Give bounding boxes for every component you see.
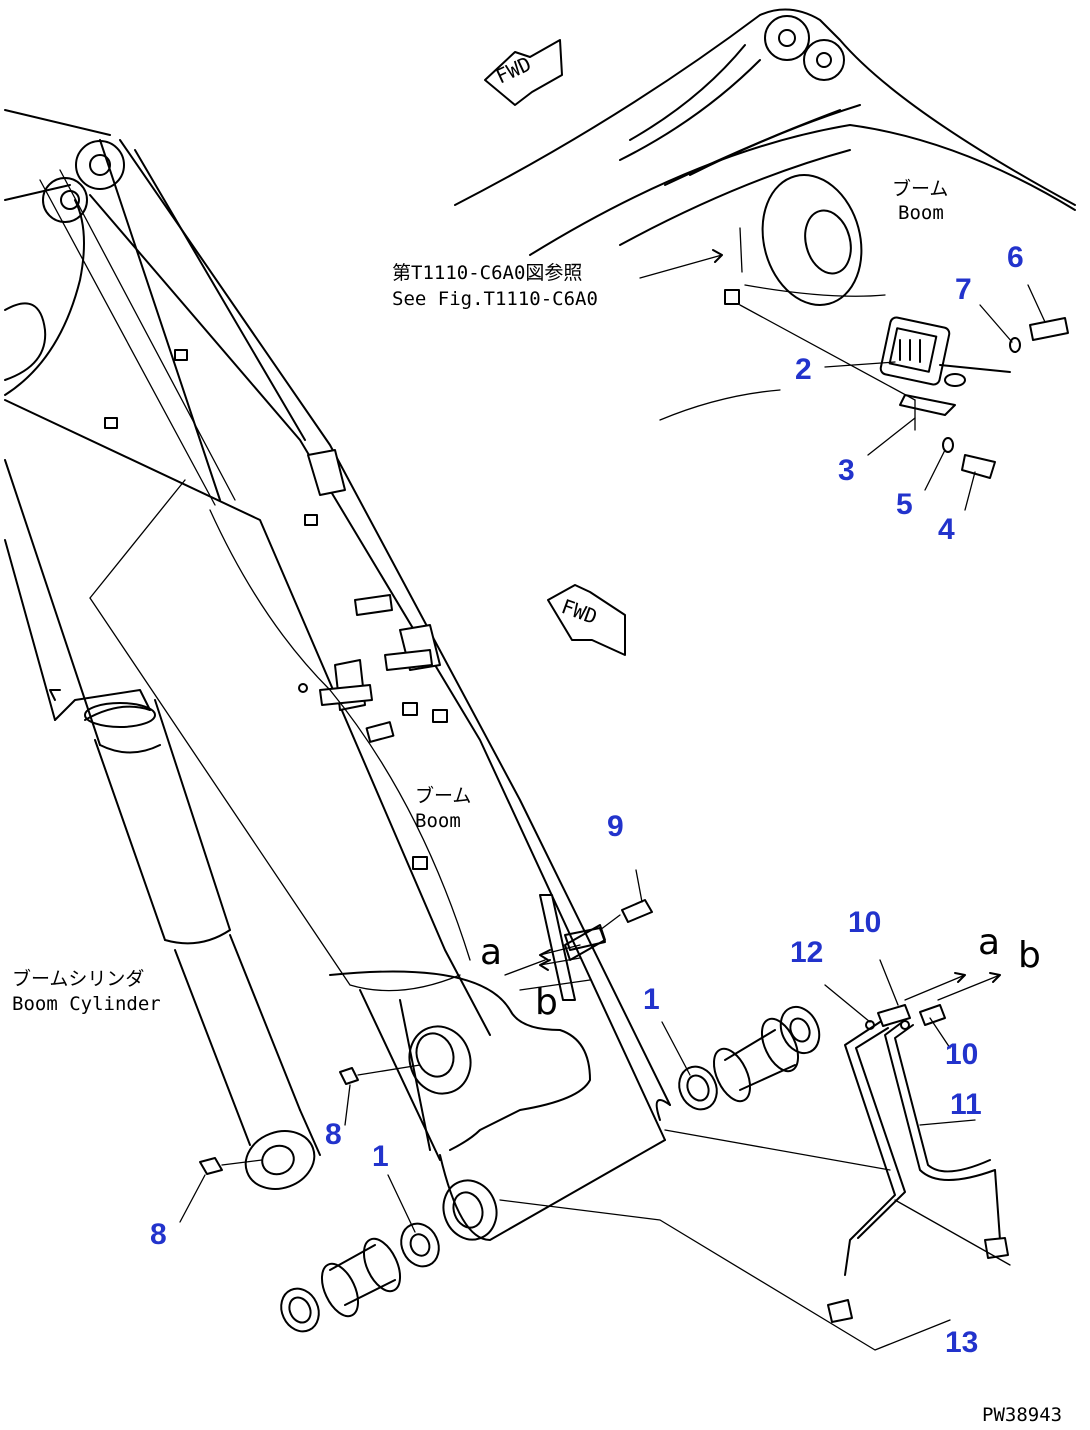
callout-8-upper: 8 <box>325 1118 342 1151</box>
callout-3: 3 <box>838 454 855 487</box>
callout-4: 4 <box>938 513 955 546</box>
boom-label-en-top: Boom <box>898 202 944 224</box>
drawing-number: PW38943 <box>982 1404 1063 1426</box>
callout-5: 5 <box>896 488 913 521</box>
callout-8-lower: 8 <box>150 1218 167 1251</box>
upper-boom-detail <box>454 8 1076 479</box>
callout-1-lower: 1 <box>372 1140 389 1173</box>
fwd-arrow-mid: FWD <box>547 584 626 656</box>
boom-label-en-mid: Boom <box>415 810 461 832</box>
callout-12: 12 <box>790 936 824 969</box>
fwd-arrow-top: FWD <box>484 39 563 106</box>
boom-cylinder <box>4 459 321 1190</box>
connection-b-right: b <box>1018 935 1041 976</box>
grease-piping <box>504 944 1009 1323</box>
connection-a-right: a <box>978 922 1001 963</box>
callout-2: 2 <box>795 353 812 386</box>
callout-10-lower: 10 <box>945 1038 979 1071</box>
boom-cylinder-label-jp: ブームシリンダ <box>12 968 145 990</box>
bushings <box>199 899 821 1333</box>
reference-note-jp: 第T1110-C6A0図参照 <box>392 262 583 284</box>
callout-9: 9 <box>607 810 624 843</box>
boom-cylinder-label-en: Boom Cylinder <box>12 993 161 1015</box>
leader-lines <box>179 284 1046 1351</box>
callout-13: 13 <box>945 1326 979 1359</box>
callout-1-upper: 1 <box>643 983 660 1016</box>
reference-note-en: See Fig.T1110-C6A0 <box>392 288 598 310</box>
callout-11: 11 <box>950 1088 982 1121</box>
connection-b-left: b <box>535 982 558 1023</box>
boom-label-jp-top: ブーム <box>892 178 949 200</box>
callout-7: 7 <box>955 273 972 306</box>
callout-10-upper: 10 <box>848 906 882 939</box>
callout-6: 6 <box>1007 241 1024 274</box>
boom-label-jp-mid: ブーム <box>415 785 472 807</box>
connection-a-left: a <box>480 932 503 973</box>
